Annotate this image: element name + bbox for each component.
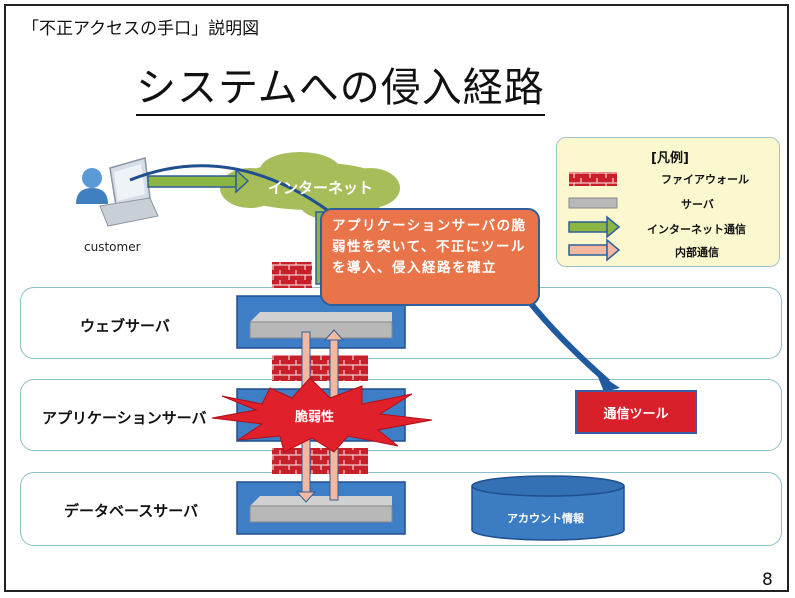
legend-label-internal: 内部通信 <box>675 246 719 259</box>
page-number: 8 <box>762 570 773 590</box>
legend-label-server: サーバ <box>681 198 714 211</box>
layer-label-database: データベースサーバ <box>64 502 199 520</box>
firewall-icon-top <box>272 262 312 288</box>
server-icon <box>568 197 618 209</box>
green-arrow-icon <box>568 215 621 239</box>
attack-path-arrow <box>129 164 331 214</box>
attack-callout: アプリケーションサーバの脆弱性を突いて、不正にツールを導入、侵入経路を確立 <box>320 208 540 306</box>
firewall-icon-bottom <box>272 448 368 474</box>
legend-icons <box>568 172 621 262</box>
vulnerability-burst-icon <box>211 377 433 453</box>
customer-laptop-icon <box>99 157 159 227</box>
customer-person-icon <box>76 168 108 204</box>
communication-tool-label: 通信ツール <box>603 406 669 422</box>
web-server-icon <box>249 312 393 339</box>
legend-label-firewall: ファイアウォール <box>661 173 749 186</box>
legend-label-internet: インターネット通信 <box>647 223 746 236</box>
legend: [凡例] ファイアウォール サーバ インターネット通信 内部通信 <box>556 137 780 267</box>
vulnerability-label: 脆弱性 <box>295 410 335 425</box>
firewall-icon-middle <box>272 355 368 381</box>
internet-communication-arrow <box>147 168 250 194</box>
layer-label-application: アプリケーションサーバ <box>42 409 207 427</box>
layer-label-web: ウェブサーバ <box>80 317 170 335</box>
internet-label: インターネット <box>268 179 374 197</box>
attack-arrowhead <box>596 372 620 392</box>
page-title: システムへの侵入経路 <box>136 62 545 116</box>
firewall-icon <box>569 172 617 186</box>
db-server-icon <box>249 496 393 523</box>
account-db-icon <box>471 475 625 541</box>
customer-label: customer <box>84 240 141 254</box>
communication-tool-box: 通信ツール <box>575 390 697 434</box>
attack-path-arrow-to-tool <box>525 298 610 385</box>
account-info-label: アカウント情報 <box>507 512 584 525</box>
document-title: 「不正アクセスの手口」説明図 <box>22 19 260 39</box>
legend-title: [凡例] <box>651 151 689 166</box>
pink-arrow-icon <box>568 238 621 262</box>
